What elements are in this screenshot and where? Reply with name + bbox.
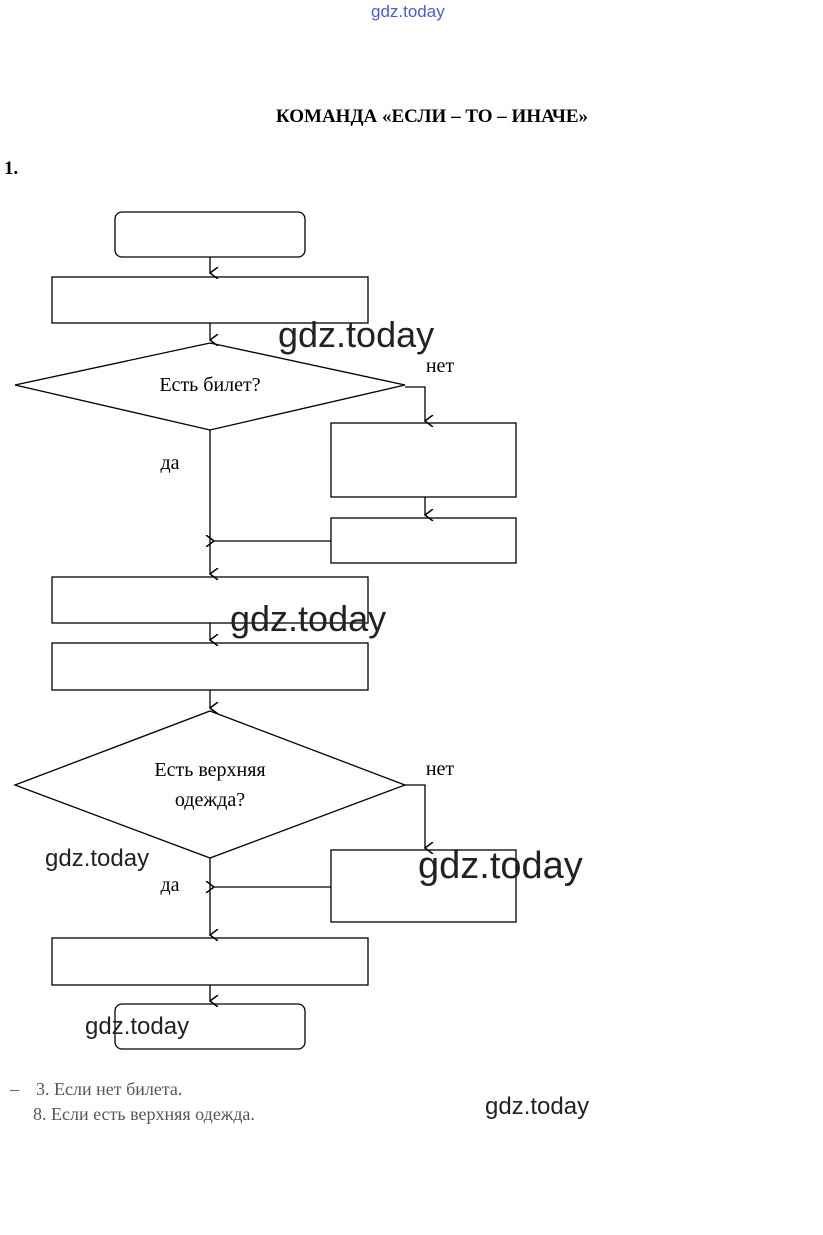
- start-terminal: [114, 211, 306, 258]
- no-label-1: нет: [426, 355, 455, 377]
- page-title: КОМАНДА «ЕСЛИ – ТО – ИНАЧЕ»: [275, 106, 589, 127]
- watermark: gdz.today: [45, 845, 150, 872]
- task-number: 1.: [4, 158, 19, 179]
- watermark: gdz.today: [418, 845, 583, 887]
- watermark: gdz.today: [230, 598, 387, 639]
- decision-outerwear: [13, 710, 407, 859]
- process-outerwear: [330, 849, 517, 923]
- decision-ticket-label: Есть билет?: [159, 374, 260, 396]
- yes-label-1: да: [160, 452, 179, 474]
- answer-line-2: 8. Если есть верхняя одежда.: [33, 1104, 255, 1124]
- watermark: gdz.today: [485, 1093, 590, 1120]
- yes-label-2: да: [160, 874, 179, 896]
- decision-outerwear-label-1: Есть верхняя: [154, 759, 265, 781]
- decision-ticket: [14, 342, 406, 431]
- answer-line-1: 3. Если нет билета.: [36, 1079, 183, 1099]
- watermark: gdz.today: [85, 1013, 190, 1040]
- decision-outerwear-label-2: одежда?: [175, 789, 245, 811]
- no-label-2: нет: [426, 758, 455, 780]
- process-no-ticket-2: [330, 517, 517, 564]
- process-box-3: [51, 642, 369, 691]
- end-terminal: [114, 1003, 306, 1050]
- process-box-4: [51, 937, 369, 986]
- watermark: gdz.today: [278, 314, 435, 355]
- answer-dash: –: [10, 1079, 19, 1099]
- process-no-ticket-1: [330, 422, 517, 498]
- watermark-top: gdz.today: [371, 2, 445, 21]
